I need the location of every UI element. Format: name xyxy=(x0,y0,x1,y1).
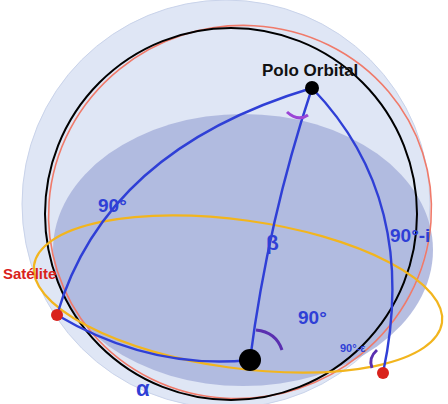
angle-label: β xyxy=(266,232,279,253)
angle-mark xyxy=(256,330,282,350)
arc xyxy=(57,88,312,315)
angle-label: α xyxy=(136,378,150,400)
angle-label: 90°-i xyxy=(390,226,430,245)
great-circle xyxy=(45,28,417,400)
center-dot xyxy=(239,349,261,371)
satellite-label: Satélite xyxy=(3,266,56,281)
pole-label: Polo Orbital xyxy=(262,62,358,79)
angle-label: 90° xyxy=(298,308,327,327)
angle-mark xyxy=(371,350,377,368)
angle-mark xyxy=(287,112,308,118)
plane xyxy=(53,114,433,386)
arc xyxy=(312,88,392,373)
angle-label: 90°-ε xyxy=(340,343,366,354)
satellite-dot xyxy=(51,309,63,321)
node-dot xyxy=(377,367,389,379)
arc xyxy=(57,315,250,362)
pole-dot xyxy=(305,81,319,95)
angle-label: 90° xyxy=(98,196,127,215)
